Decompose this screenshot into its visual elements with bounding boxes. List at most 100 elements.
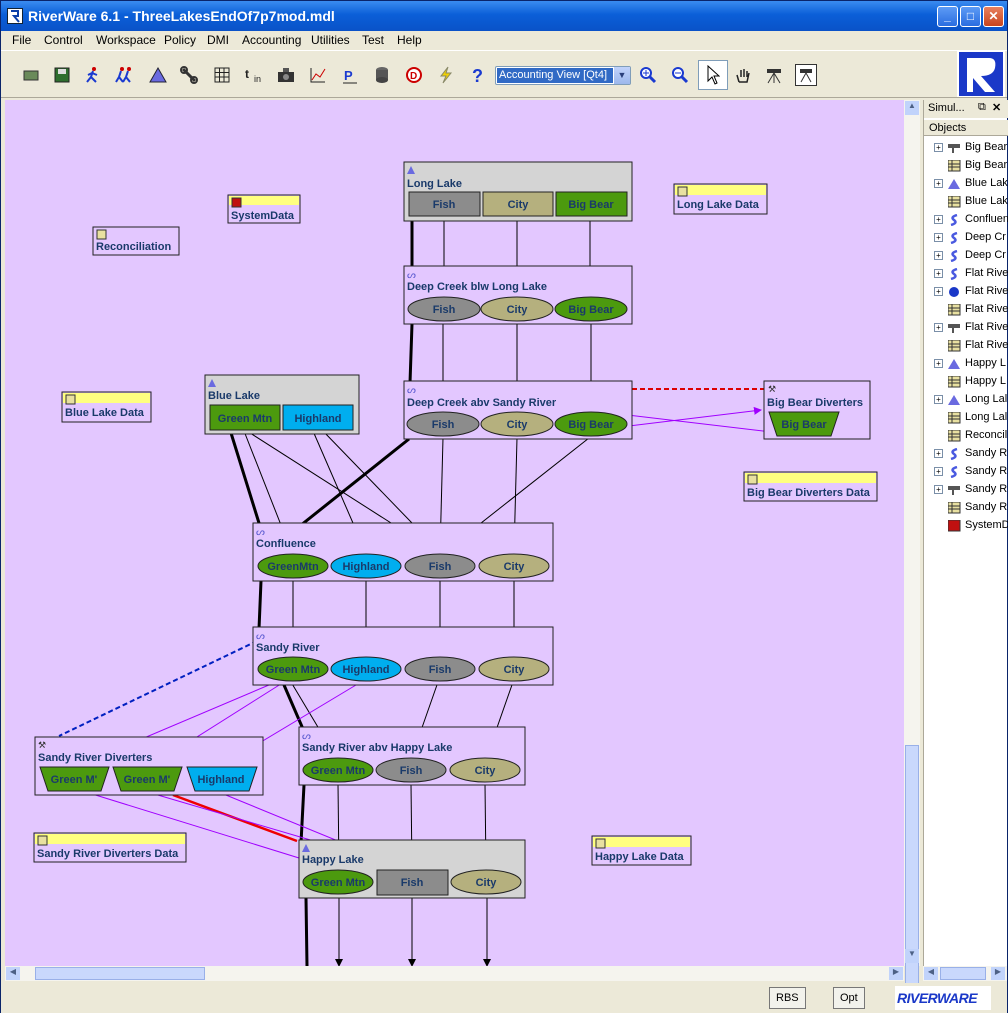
- system-data-object[interactable]: SystemData: [227, 194, 301, 224]
- expand-icon[interactable]: +: [934, 143, 943, 152]
- big-bear-diverters-object[interactable]: ⚒ Big Bear Diverters Big Bear: [763, 380, 871, 440]
- save-icon[interactable]: [51, 64, 73, 86]
- expand-icon[interactable]: +: [934, 215, 943, 224]
- expand-icon[interactable]: +: [934, 287, 943, 296]
- workspace-canvas[interactable]: Long Lake Fish City Big Bear ᔕ Deep Cree…: [5, 100, 904, 966]
- framed-tripod-icon[interactable]: [795, 64, 817, 86]
- maximize-button[interactable]: □: [960, 6, 981, 27]
- horizontal-scroll-thumb[interactable]: [35, 967, 205, 980]
- tree-item[interactable]: +Long Lal: [924, 392, 1008, 410]
- tree-item[interactable]: +Flat Rive: [924, 266, 1008, 284]
- expand-icon[interactable]: +: [934, 449, 943, 458]
- tree-item[interactable]: +Deep Cr: [924, 230, 1008, 248]
- menu-control[interactable]: Control: [44, 33, 83, 47]
- expand-icon[interactable]: +: [934, 395, 943, 404]
- policy-icon[interactable]: P: [339, 64, 361, 86]
- tree-item[interactable]: Sandy R: [924, 500, 1008, 518]
- sandy-river-object[interactable]: ᔕ Sandy River Green Mtn Highland Fish Ci…: [252, 626, 554, 686]
- reservoir-icon[interactable]: [147, 64, 169, 86]
- panel-close-icon[interactable]: ✕: [992, 102, 1002, 114]
- tree-item[interactable]: Reconcil: [924, 428, 1008, 446]
- expand-icon[interactable]: +: [934, 359, 943, 368]
- tree-item[interactable]: +Big Bear: [924, 140, 1008, 158]
- tree-item[interactable]: +Confluen: [924, 212, 1008, 230]
- expand-icon[interactable]: +: [934, 485, 943, 494]
- confluence-object[interactable]: ᔕ Confluence GreenMtn Highland Fish City: [252, 522, 554, 582]
- reconciliation-object[interactable]: Reconciliation: [92, 226, 180, 256]
- link-icon[interactable]: [178, 64, 200, 86]
- multi-run-icon[interactable]: [114, 64, 136, 86]
- select-pointer-icon[interactable]: [698, 60, 728, 90]
- deep-creek-blw-long-lake-object[interactable]: ᔕ Deep Creek blw Long Lake Fish City Big…: [403, 265, 633, 325]
- menu-workspace[interactable]: Workspace: [96, 33, 156, 47]
- long-lake-object[interactable]: Long Lake Fish City Big Bear: [403, 161, 633, 222]
- tree-item[interactable]: +Deep Cr: [924, 248, 1008, 266]
- run-icon[interactable]: [82, 64, 104, 86]
- tree-item[interactable]: Happy L: [924, 374, 1008, 392]
- expand-icon[interactable]: +: [934, 323, 943, 332]
- workspace-horizontal-scrollbar[interactable]: ◀ ▶: [5, 966, 904, 981]
- scroll-left-icon[interactable]: ◀: [6, 967, 20, 980]
- chevron-down-icon[interactable]: ▼: [614, 67, 630, 84]
- happy-lake-object[interactable]: Happy Lake Green Mtn Fish City: [298, 839, 526, 899]
- lightning-icon[interactable]: [435, 64, 457, 86]
- tree-item[interactable]: +Flat Rive: [924, 320, 1008, 338]
- tree-item[interactable]: +Sandy R: [924, 446, 1008, 464]
- expand-icon[interactable]: +: [934, 269, 943, 278]
- sandy-river-diverters-data-object[interactable]: Sandy River Diverters Data: [33, 832, 187, 863]
- sandy-river-abv-happy-lake-object[interactable]: ᔕ Sandy River abv Happy Lake Green Mtn F…: [298, 726, 526, 786]
- pan-hand-icon[interactable]: [732, 64, 754, 86]
- tree-item[interactable]: +Sandy R: [924, 482, 1008, 500]
- big-bear-diverters-data-object[interactable]: Big Bear Diverters Data: [743, 471, 878, 502]
- open-icon[interactable]: [20, 64, 42, 86]
- scroll-left-icon[interactable]: ◀: [924, 967, 938, 980]
- menu-help[interactable]: Help: [397, 33, 422, 47]
- view-select[interactable]: Accounting View [Qt4] ▼: [495, 66, 631, 85]
- happy-lake-data-object[interactable]: Happy Lake Data: [591, 835, 692, 866]
- tree-item[interactable]: Big Bear: [924, 158, 1008, 176]
- minimize-button[interactable]: _: [937, 6, 958, 27]
- rbs-button[interactable]: RBS: [769, 987, 806, 1009]
- panel-horizontal-scrollbar[interactable]: ◀ ▶: [923, 966, 1007, 981]
- menu-file[interactable]: File: [12, 33, 32, 47]
- tree-item[interactable]: +Happy L: [924, 356, 1008, 374]
- long-lake-data-object[interactable]: Long Lake Data: [673, 183, 768, 215]
- tree-item[interactable]: +Sandy R: [924, 464, 1008, 482]
- menu-test[interactable]: Test: [362, 33, 385, 47]
- opt-button[interactable]: Opt: [833, 987, 865, 1009]
- tree-item[interactable]: Flat Rive: [924, 338, 1008, 356]
- tree-item[interactable]: SystemD: [924, 518, 1008, 536]
- help-icon[interactable]: ?: [467, 64, 489, 86]
- tree-item[interactable]: Long Lal: [924, 410, 1008, 428]
- plot-icon[interactable]: [307, 64, 329, 86]
- grid-icon[interactable]: [211, 64, 233, 86]
- zoom-in-icon[interactable]: [637, 64, 659, 86]
- deep-creek-abv-sandy-river-object[interactable]: ᔕ Deep Creek abv Sandy River Fish City B…: [403, 380, 633, 440]
- expand-icon[interactable]: +: [934, 251, 943, 260]
- blue-lake-data-object[interactable]: Blue Lake Data: [61, 391, 152, 423]
- sandy-river-diverters-object[interactable]: ⚒ Sandy River Diverters Green M' Green M…: [34, 736, 264, 796]
- scroll-up-icon[interactable]: ▲: [905, 101, 919, 115]
- menu-dmi[interactable]: DMI: [207, 33, 229, 47]
- scroll-right-icon[interactable]: ▶: [889, 967, 903, 980]
- workspace-vertical-scrollbar[interactable]: ▲ ▼: [904, 100, 920, 1000]
- tree-item[interactable]: Blue Lak: [924, 194, 1008, 212]
- expand-icon[interactable]: +: [934, 179, 943, 188]
- panel-scroll-thumb[interactable]: [940, 967, 986, 980]
- menu-utilities[interactable]: Utilities: [311, 33, 350, 47]
- menu-accounting[interactable]: Accounting: [242, 33, 302, 47]
- expand-icon[interactable]: +: [934, 467, 943, 476]
- close-button[interactable]: ✕: [983, 6, 1004, 27]
- camera-icon[interactable]: [275, 64, 297, 86]
- menu-policy[interactable]: Policy: [164, 33, 197, 47]
- tripod-icon[interactable]: [763, 64, 785, 86]
- tree-item[interactable]: +Blue Lak: [924, 176, 1008, 194]
- dmi-icon[interactable]: D: [403, 64, 425, 86]
- scroll-right-icon[interactable]: ▶: [991, 967, 1005, 980]
- blue-lake-object[interactable]: Blue Lake Green Mtn Highland: [204, 374, 360, 435]
- tree-item[interactable]: Flat Rive: [924, 302, 1008, 320]
- database-icon[interactable]: [371, 64, 393, 86]
- tree-item[interactable]: +Flat Rive: [924, 284, 1008, 302]
- zoom-out-icon[interactable]: [669, 64, 691, 86]
